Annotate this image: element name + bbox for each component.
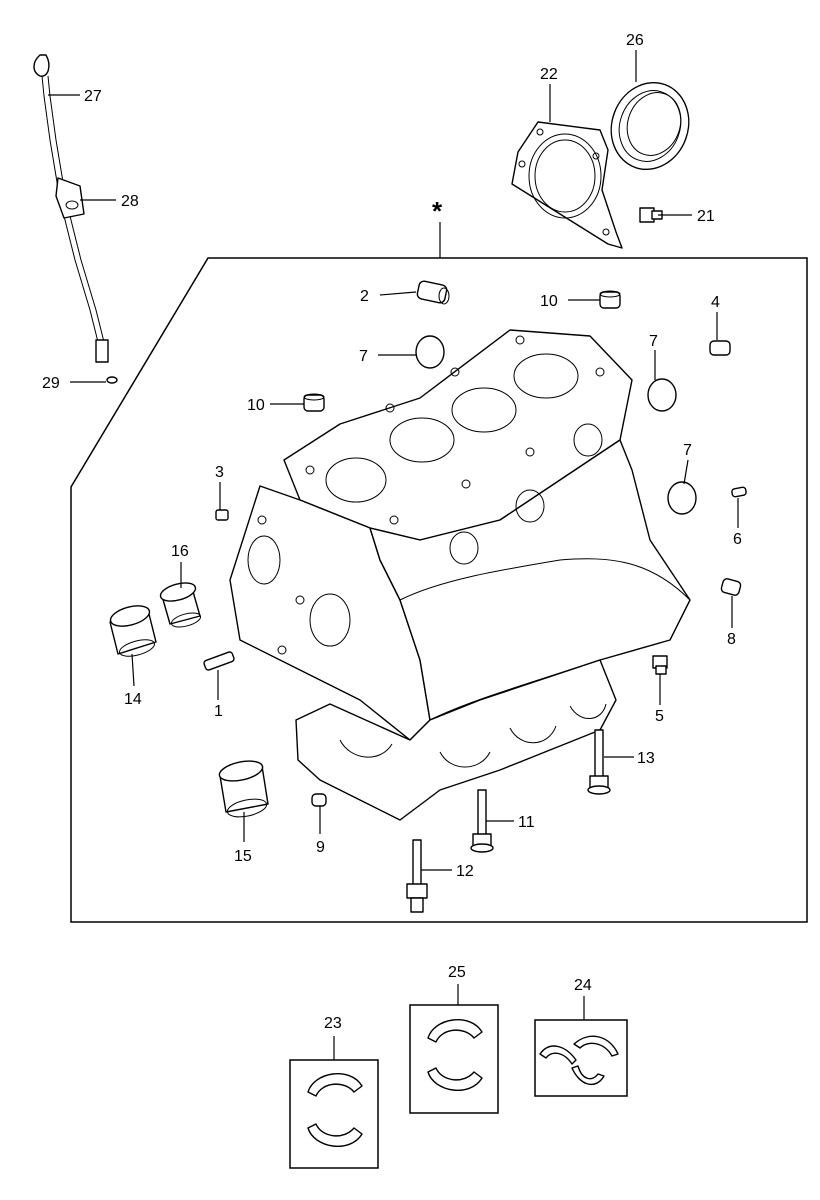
rear-oil-seal: [610, 81, 690, 171]
callout-10-upper: 10: [540, 293, 558, 310]
expansion-plug-middle: [647, 378, 677, 412]
callout-27: 27: [84, 88, 102, 105]
callout-21: 21: [697, 208, 715, 225]
dowel-8: [720, 578, 742, 596]
bushing-16: [159, 582, 202, 628]
plug-10-left: [303, 393, 325, 412]
callout-29: 29: [42, 375, 60, 392]
main-bearing-25: [427, 1018, 483, 1092]
callout-10-left: 10: [247, 397, 265, 414]
callout-12: 12: [456, 863, 474, 880]
bushing-15: [218, 760, 269, 818]
bolt-12: [406, 839, 428, 913]
set-screw-3: [215, 509, 229, 521]
callout-4: 4: [711, 294, 720, 311]
bearing-box-25: [409, 1004, 499, 1114]
callout-13: 13: [637, 750, 655, 767]
thrust-washer-24: [539, 1035, 619, 1086]
dipstick-guide: [55, 177, 85, 219]
bolt-13: [587, 729, 611, 795]
callout-leaders: [48, 50, 739, 1060]
dipstick-o-ring: [106, 376, 118, 384]
assembly-frame: [70, 257, 808, 923]
callout-14: 14: [124, 691, 142, 708]
callout-28: 28: [121, 193, 139, 210]
bolt-11: [470, 789, 494, 853]
callout-26: 26: [626, 32, 644, 49]
expansion-plug-lower: [667, 481, 697, 515]
cylinder-block: [229, 329, 691, 821]
callout-24: 24: [574, 977, 592, 994]
callout-3: 3: [215, 464, 224, 481]
callout-labels: 27 28 29 22 26 21 2 10 4 7 7 10 7 3 6 16…: [42, 32, 742, 1032]
callout-2: 2: [360, 288, 369, 305]
expansion-plug-upper: [415, 335, 445, 369]
dowel-9: [311, 793, 327, 807]
callout-1: 1: [214, 703, 223, 720]
seal-housing-bolt: [639, 207, 663, 223]
callout-23: 23: [324, 1015, 342, 1032]
plug-bolt-5: [652, 655, 668, 675]
callout-7-middle: 7: [649, 333, 658, 350]
connecting-rod-bearing-23: [307, 1072, 363, 1148]
callout-8: 8: [727, 631, 736, 648]
callout-16: 16: [171, 543, 189, 560]
bushing-14: [109, 605, 157, 657]
callout-22: 22: [540, 66, 558, 83]
bearing-box-24: [534, 1019, 628, 1097]
assembly-marker: *: [432, 196, 443, 226]
callout-15: 15: [234, 848, 252, 865]
callout-9: 9: [316, 839, 325, 856]
callout-11: 11: [518, 814, 535, 831]
callout-7-upper: 7: [359, 348, 368, 365]
plug-2: [416, 280, 450, 305]
rear-oil-seal-housing: [511, 121, 623, 249]
callout-6: 6: [733, 531, 742, 548]
plug-4: [709, 340, 731, 356]
dowel-pin-6: [731, 486, 747, 498]
stud-1: [203, 651, 235, 671]
callout-25: 25: [448, 964, 466, 981]
callout-5: 5: [655, 708, 664, 725]
callout-7-lower: 7: [683, 442, 692, 459]
plug-10-upper: [599, 290, 621, 309]
